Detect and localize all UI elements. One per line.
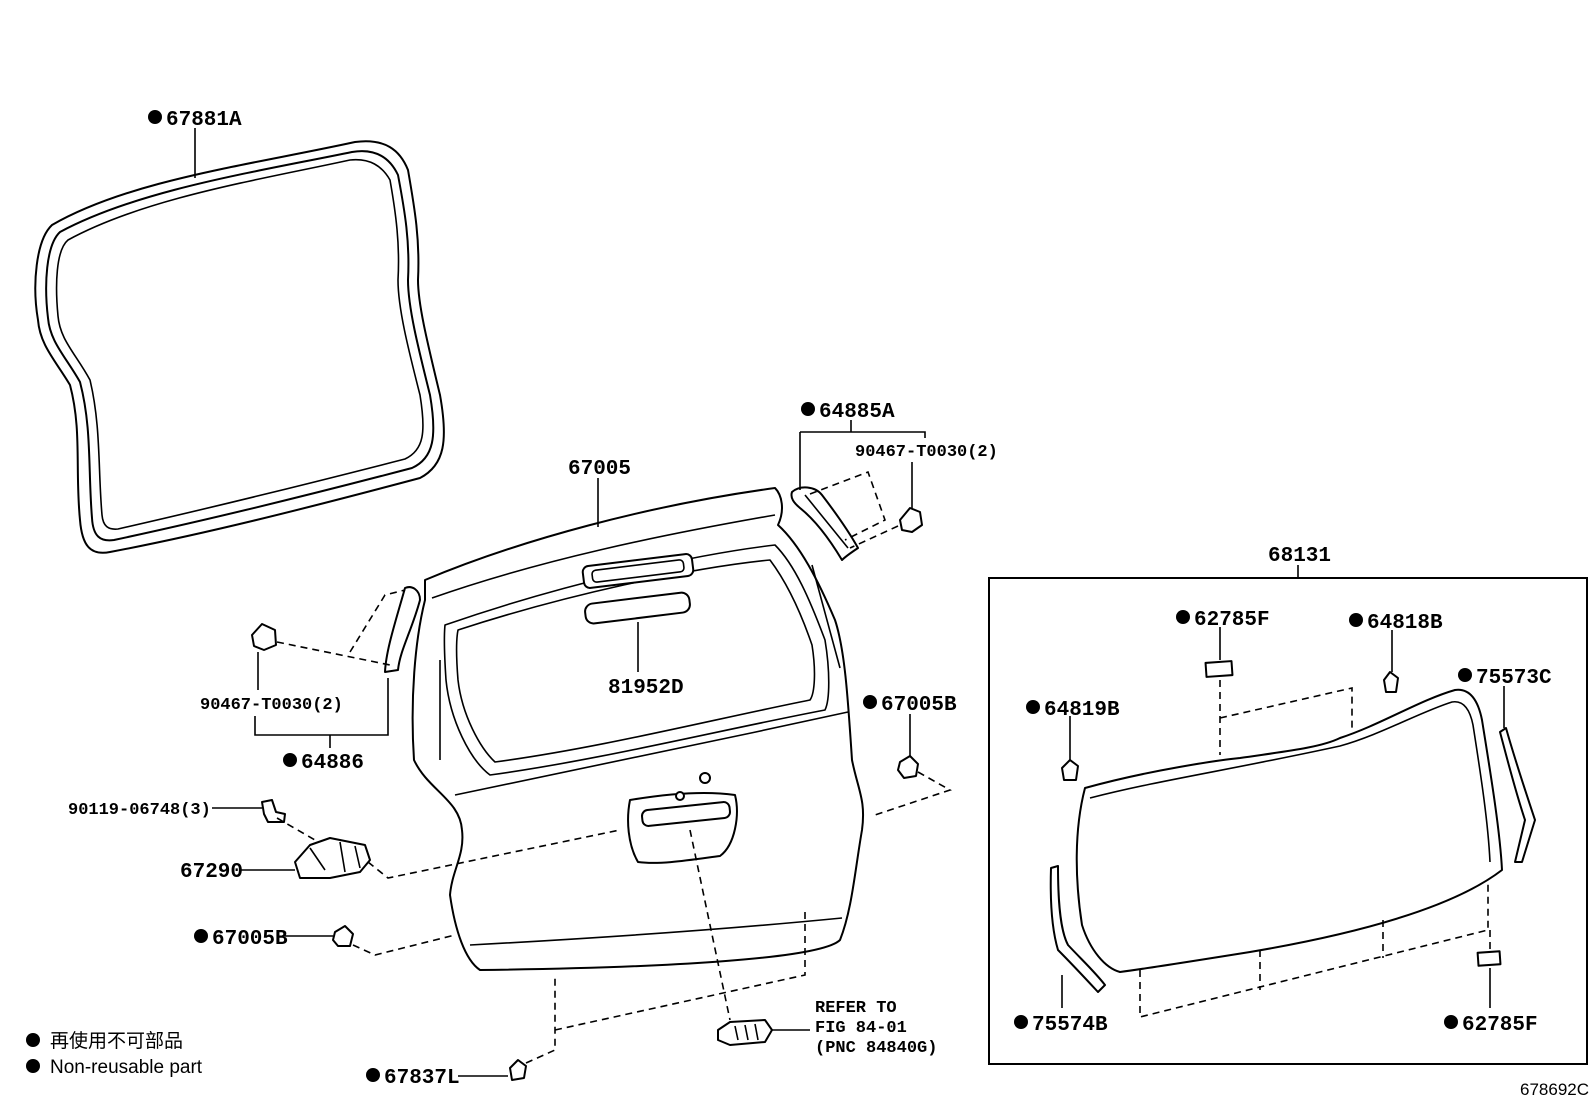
seal-right-drawing — [1499, 727, 1536, 863]
non-reusable-mark — [148, 110, 162, 124]
callout-stop-lamp: 81952D — [608, 677, 684, 700]
weatherstrip-drawing — [34, 140, 445, 554]
callout-spoiler: 68131 — [1268, 545, 1331, 568]
callout-hinge-cover-l: 64886 — [301, 752, 364, 775]
callout-clip-bottom: 67837L — [384, 1067, 460, 1090]
leader-hinge-cover-r — [799, 431, 926, 490]
seal-left-drawing — [1049, 865, 1106, 993]
non-reusable-mark — [283, 753, 297, 767]
callout-clip-c: 64819B — [1044, 699, 1120, 722]
clip-bottom-drawing — [509, 1059, 527, 1081]
non-reusable-mark — [863, 695, 877, 709]
callout-seal-right: 75573C — [1476, 667, 1552, 690]
spacer-bottom-drawing — [1476, 950, 1502, 967]
spoiler-assembly-box — [988, 577, 1588, 1065]
callout-hinge-cover-r: 64885A — [819, 401, 895, 424]
bolt-drawing — [261, 799, 286, 823]
screw-right-drawing — [899, 507, 923, 533]
clip-b-drawing — [1383, 671, 1399, 693]
non-reusable-mark — [1349, 613, 1363, 627]
non-reusable-mark — [1458, 668, 1472, 682]
spacer-top-drawing — [1204, 660, 1234, 678]
clip-c-drawing — [1061, 759, 1079, 781]
callout-spacer-top: 62785F — [1194, 609, 1270, 632]
refer-line-3: (PNC 84840G) — [815, 1039, 937, 1058]
callout-screw-r: 90467-T0030(2) — [855, 443, 998, 462]
non-reusable-mark — [1176, 610, 1190, 624]
hinge-cover-left-drawing — [384, 586, 421, 673]
legend-bullet-en — [26, 1059, 40, 1073]
non-reusable-mark — [1026, 700, 1040, 714]
callout-cushion-lower: 67005B — [212, 928, 288, 951]
handle-drawing — [717, 1019, 773, 1046]
legend-jp: 再使用不可部品 — [50, 1030, 183, 1052]
legend-en: Non-reusable part — [50, 1057, 203, 1078]
callout-cushion-upper: 67005B — [881, 694, 957, 717]
non-reusable-mark — [801, 402, 815, 416]
spoiler-drawing — [1075, 688, 1503, 973]
legend-bullet-jp — [26, 1033, 40, 1047]
callout-damper-bracket: 67290 — [180, 861, 243, 884]
callout-seal-left: 75574B — [1032, 1014, 1108, 1037]
hinge-cover-right-drawing — [790, 486, 859, 561]
non-reusable-mark — [1014, 1015, 1028, 1029]
figure-id: 678692C — [1520, 1080, 1589, 1099]
callout-weatherstrip-text: 67881A — [166, 109, 242, 132]
backdoor-panel-drawing — [411, 487, 865, 971]
refer-line-2: FIG 84-01 — [815, 1019, 907, 1038]
callout-bolt: 90119-06748(3) — [68, 801, 211, 820]
screw-left-drawing — [251, 623, 277, 651]
non-reusable-mark — [366, 1068, 380, 1082]
refer-line-1: REFER TO — [815, 999, 897, 1018]
cushion-upper-drawing — [897, 755, 919, 779]
callout-spacer-bottom: 62785F — [1462, 1014, 1538, 1037]
damper-bracket-drawing — [294, 837, 371, 879]
callout-clip-b: 64818B — [1367, 612, 1443, 635]
non-reusable-mark — [1444, 1015, 1458, 1029]
non-reusable-mark — [194, 929, 208, 943]
cushion-lower-drawing — [332, 925, 354, 947]
callout-backdoor: 67005 — [568, 458, 631, 481]
callout-screw-l: 90467-T0030(2) — [200, 696, 343, 715]
